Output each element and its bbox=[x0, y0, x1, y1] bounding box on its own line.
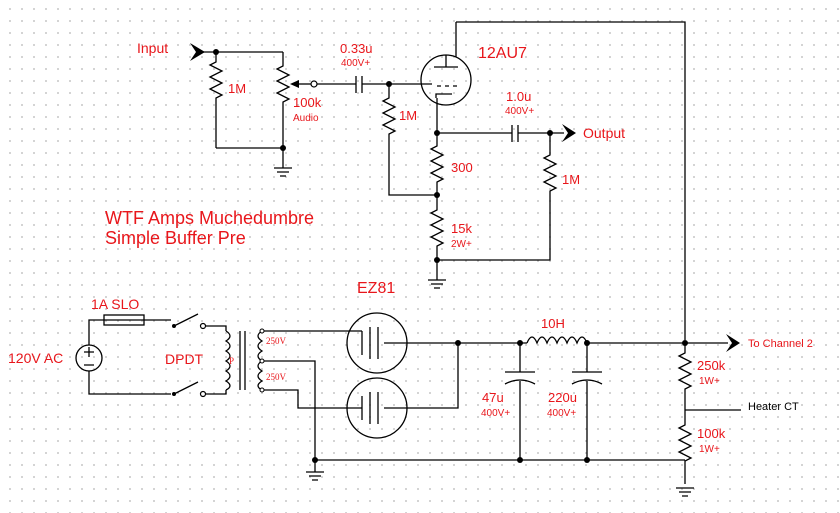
title-line-2: Simple Buffer Pre bbox=[105, 228, 246, 248]
c-input-value: 0.33u bbox=[340, 41, 373, 56]
switch-label: DPDT bbox=[165, 351, 204, 367]
filter-capacitor-47u bbox=[504, 343, 536, 460]
bplus-wire bbox=[456, 21, 686, 340]
ground-symbol-psu bbox=[306, 471, 324, 481]
grid-resistor bbox=[381, 84, 437, 196]
fuse bbox=[103, 314, 145, 326]
r-div-bottom-value: 100k bbox=[697, 426, 726, 441]
secondary-top-label: 250V bbox=[266, 336, 287, 346]
preamp-triode-tube bbox=[420, 54, 472, 106]
preamp-tube-label: 12AU7 bbox=[478, 45, 527, 62]
power-transformer bbox=[224, 330, 264, 391]
ground-symbol-cathode bbox=[428, 279, 446, 289]
r-div-bottom-rating: 1W+ bbox=[699, 444, 720, 455]
pot-value: 100k bbox=[293, 95, 322, 110]
ground-symbol-pot bbox=[274, 167, 292, 177]
pot-taper: Audio bbox=[293, 113, 319, 124]
c-filter2-voltage: 400V+ bbox=[547, 408, 576, 419]
output-resistor-value: 1M bbox=[562, 172, 580, 187]
ac-source bbox=[75, 344, 103, 372]
c-input-voltage: 400V+ bbox=[341, 58, 370, 69]
to-channel-2-label: To Channel 2 bbox=[748, 338, 813, 350]
rectifier-tube-label: EZ81 bbox=[357, 280, 395, 297]
c-filter1-value: 47u bbox=[482, 390, 504, 405]
load-resistor-value: 15k bbox=[451, 221, 472, 236]
divider-resistor-top bbox=[677, 343, 693, 412]
cathode-resistor-value: 300 bbox=[451, 160, 473, 175]
output-label: Output bbox=[583, 125, 625, 141]
volume-pot[interactable] bbox=[275, 52, 312, 168]
mains-label: 120V AC bbox=[8, 350, 63, 366]
input-label: Input bbox=[137, 40, 168, 56]
choke-inductor bbox=[526, 333, 588, 345]
input-resistor-value: 1M bbox=[228, 81, 246, 96]
secondary-bottom-label: 250V bbox=[266, 372, 287, 382]
choke-label: 10H bbox=[541, 316, 565, 331]
load-resistor bbox=[429, 195, 445, 280]
cathode-resistor bbox=[429, 133, 445, 195]
heater-ct-label: Heater CT bbox=[748, 401, 799, 413]
output-coupling-capacitor bbox=[511, 125, 519, 142]
dpdt-switch[interactable] bbox=[172, 313, 207, 398]
primary-label: P bbox=[229, 356, 234, 366]
fuse-label: 1A SLO bbox=[91, 296, 139, 312]
filter-capacitor-220u bbox=[571, 343, 603, 460]
input-resistor bbox=[208, 52, 224, 148]
c-output-voltage: 400V+ bbox=[505, 106, 534, 117]
ground-symbol-divider bbox=[676, 487, 694, 497]
output-arrow bbox=[562, 124, 576, 142]
c-filter2-value: 220u bbox=[548, 390, 577, 405]
channel2-arrow bbox=[726, 334, 740, 352]
title-line-1: WTF Amps Muchedumbre bbox=[105, 208, 314, 228]
divider-resistor-bottom bbox=[677, 412, 693, 484]
c-filter1-voltage: 400V+ bbox=[481, 408, 510, 419]
r-div-top-value: 250k bbox=[697, 358, 726, 373]
grid-resistor-value: 1M bbox=[399, 108, 417, 123]
load-resistor-rating: 2W+ bbox=[451, 239, 472, 250]
output-resistor bbox=[437, 133, 558, 261]
input-coupling-capacitor bbox=[355, 76, 363, 93]
r-div-top-rating: 1W+ bbox=[699, 376, 720, 387]
c-output-value: 1.0u bbox=[506, 89, 531, 104]
